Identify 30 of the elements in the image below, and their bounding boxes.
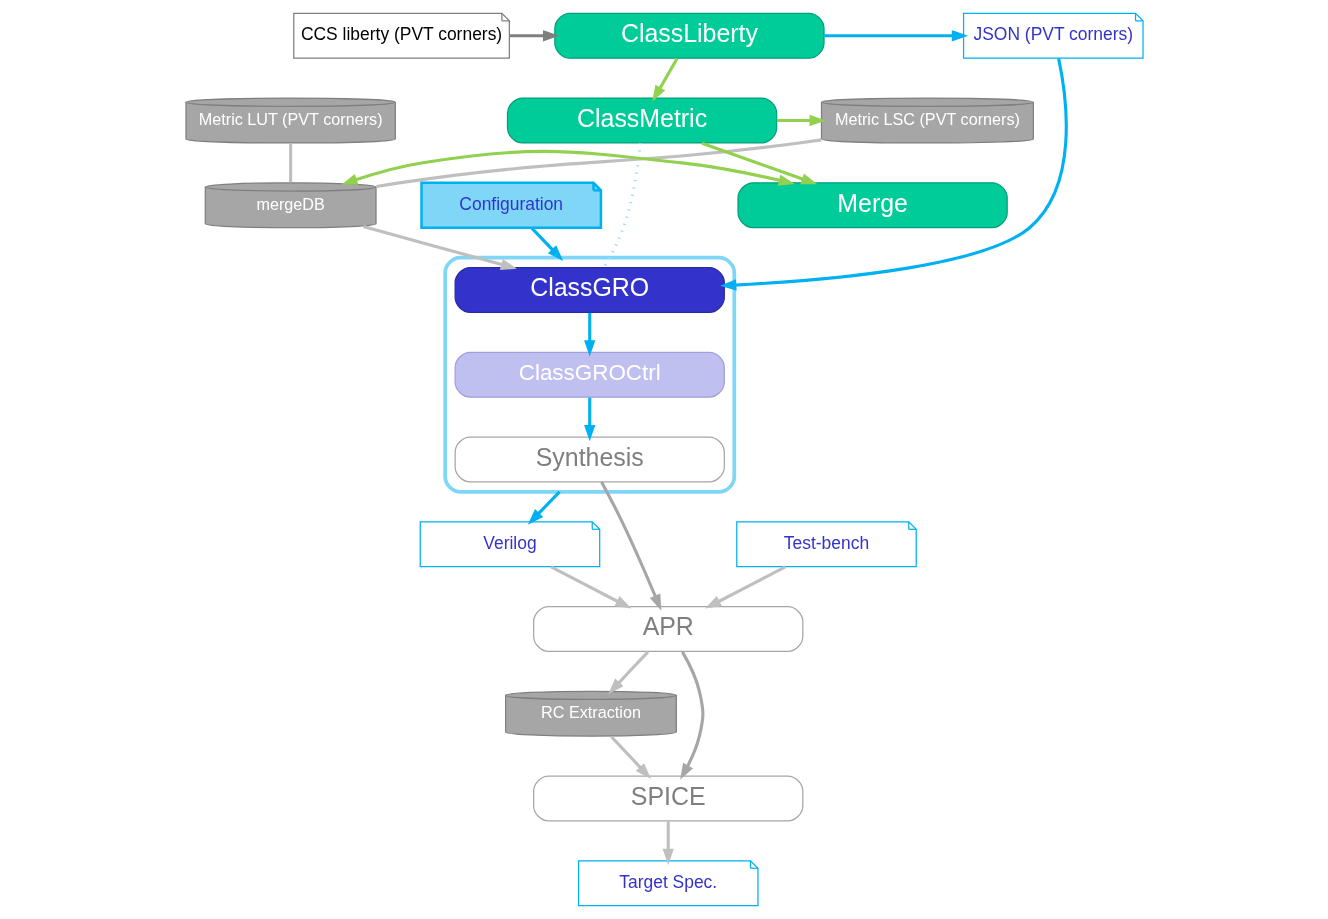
arrow [549, 565, 631, 609]
arrow [340, 149, 795, 186]
arrow [583, 312, 595, 357]
node-box: ClassGROCtrl [454, 351, 725, 398]
arrow [719, 58, 1068, 291]
arrow [662, 821, 674, 865]
connector [288, 143, 292, 183]
arrow [509, 30, 559, 42]
arrow [823, 30, 968, 42]
node-box: ClassGRO [454, 266, 725, 314]
arrow [609, 735, 651, 779]
arrow [527, 490, 561, 525]
arrow [607, 650, 649, 695]
arrow [704, 565, 786, 609]
arrow [776, 114, 826, 127]
arrow [599, 481, 661, 611]
node-box: Merge [736, 182, 1008, 229]
arrow [362, 225, 517, 270]
arrow [651, 57, 678, 102]
node-box: Synthesis [454, 436, 725, 483]
connector [375, 138, 822, 189]
connector [601, 142, 642, 269]
node-box: ClassLiberty [553, 12, 825, 59]
node-box: SPICE [532, 775, 803, 822]
arrow [583, 397, 595, 442]
node-box: ClassMetric [506, 97, 777, 144]
arrow [701, 141, 817, 185]
arrow [530, 227, 563, 262]
arrow [679, 651, 704, 780]
node-box: APR [532, 605, 803, 653]
